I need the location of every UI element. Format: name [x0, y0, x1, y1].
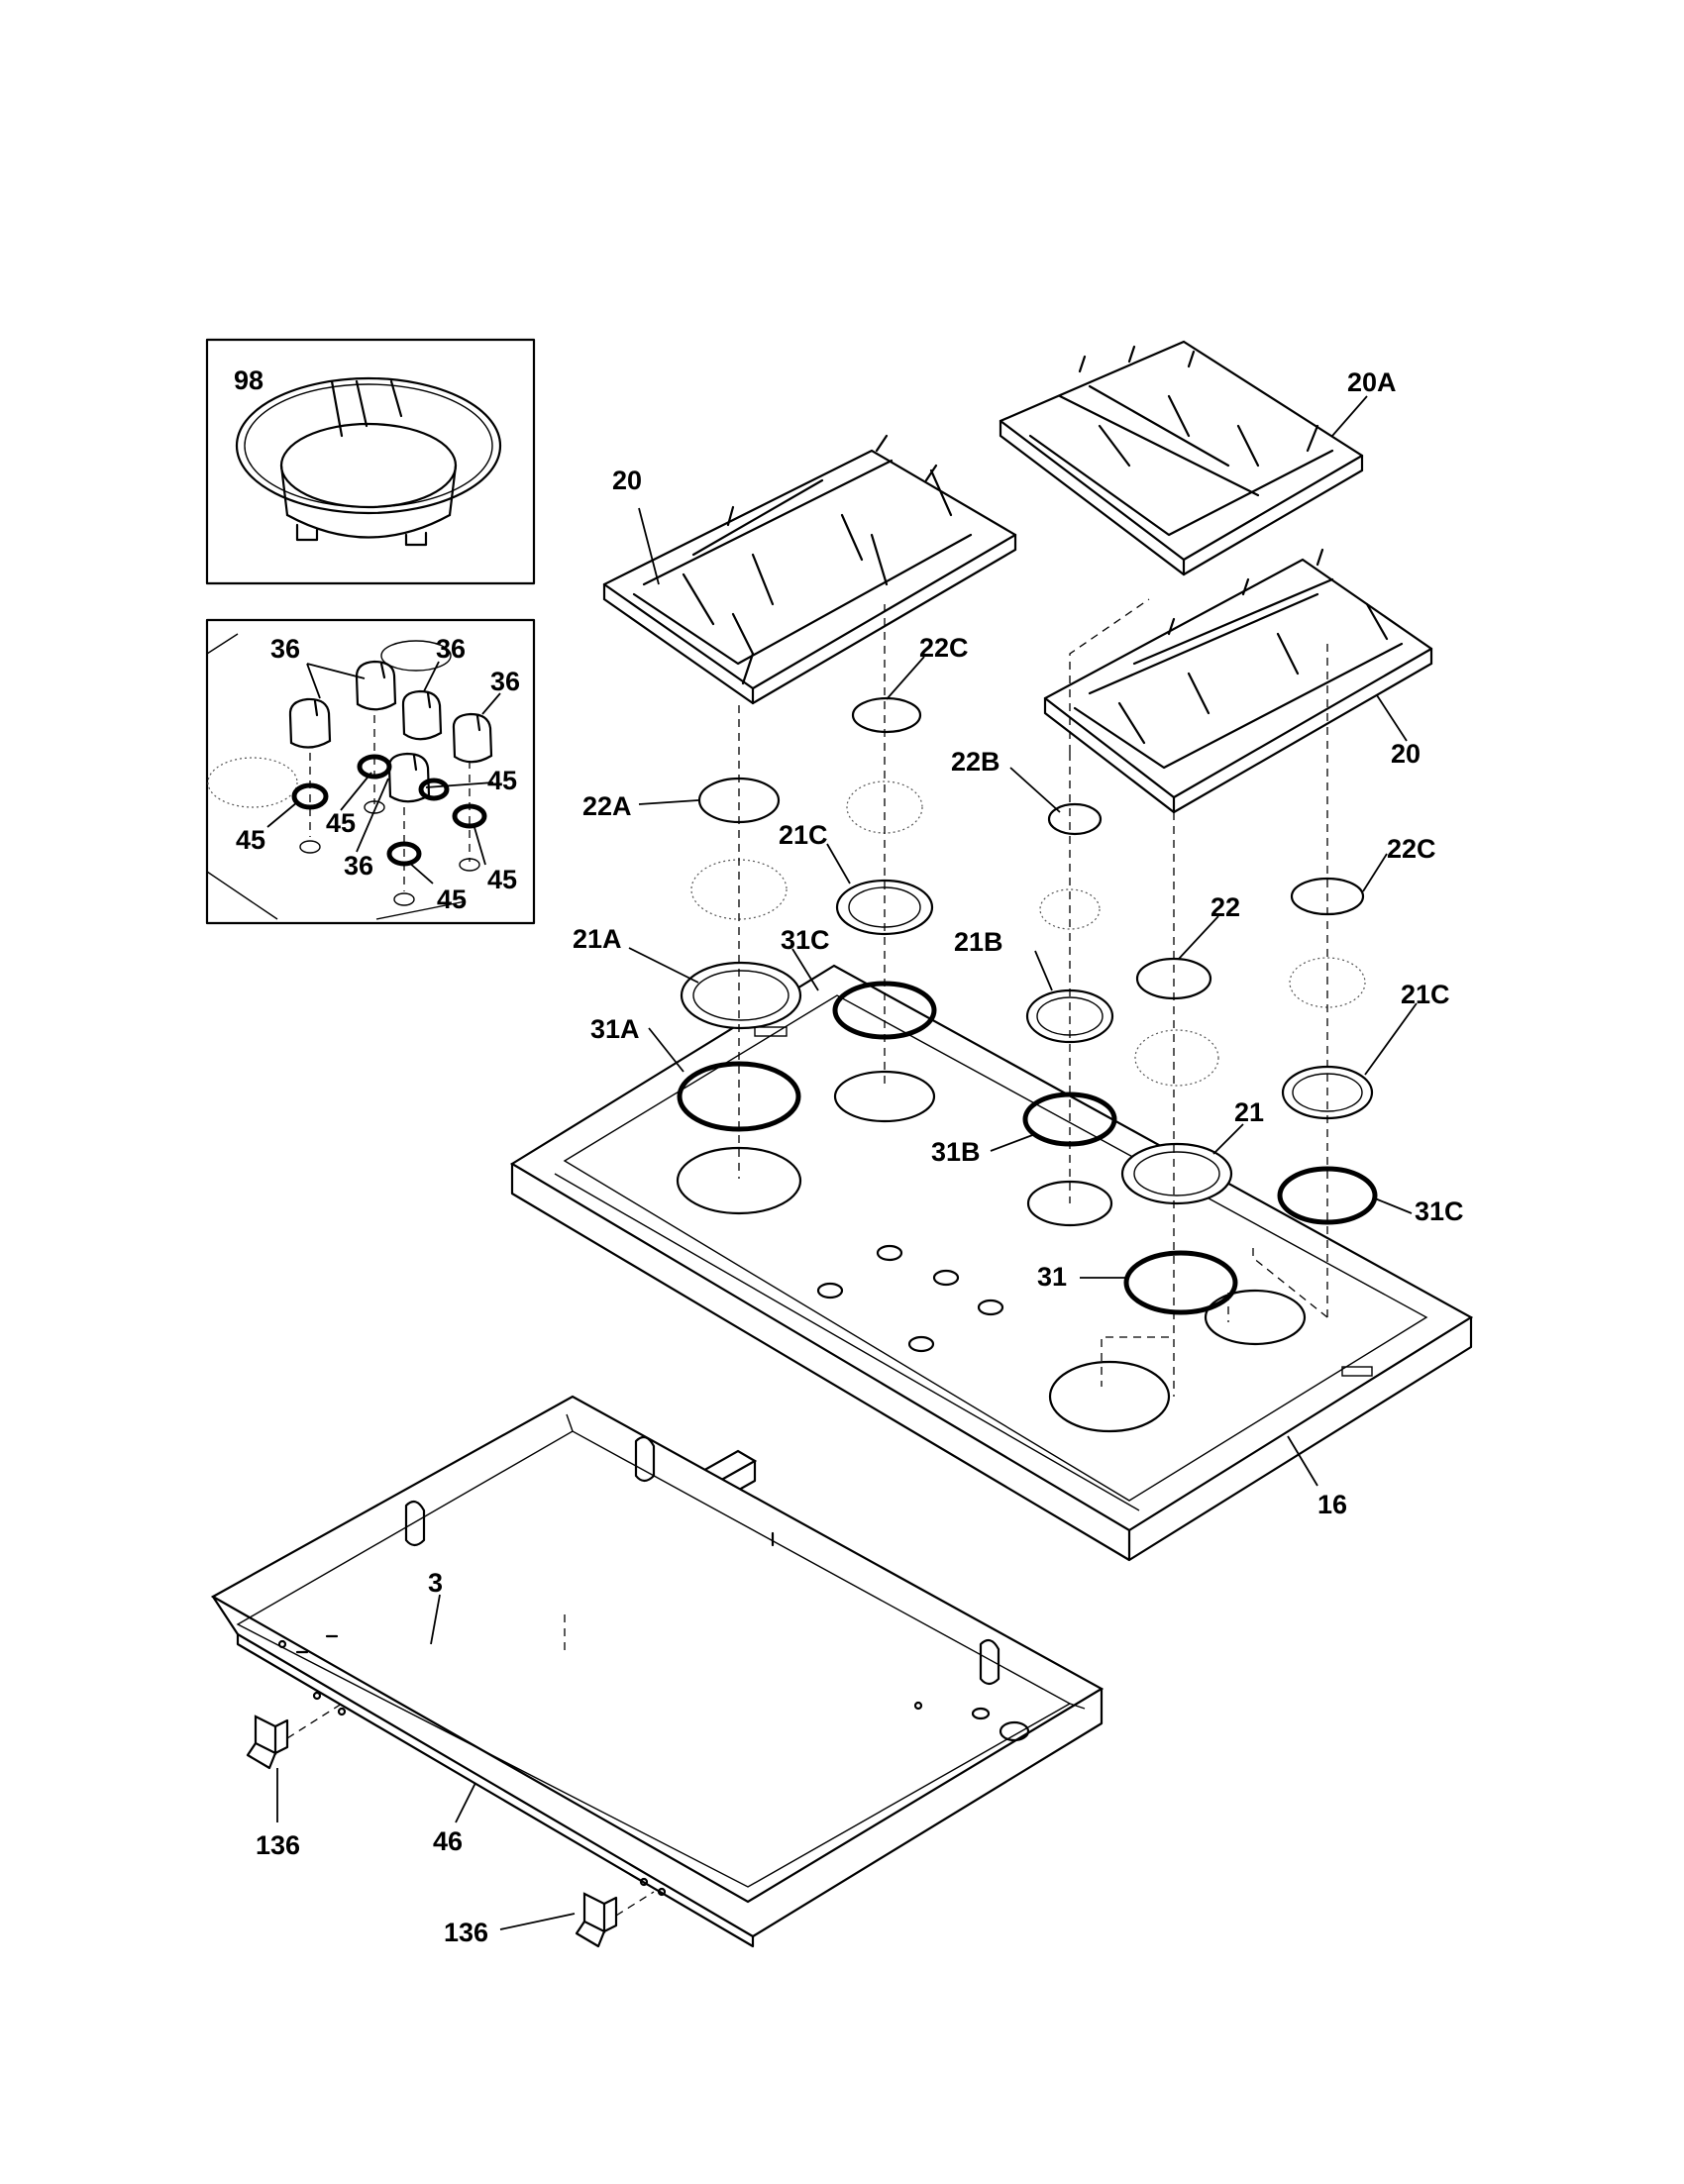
- grate-top-right: [999, 340, 1364, 576]
- leader-lines: [276, 395, 1418, 1930]
- callout-21c: 21C: [779, 820, 828, 850]
- callout-21a: 21A: [573, 924, 622, 954]
- callout-136: 136: [256, 1830, 300, 1860]
- inset-box-wok-ring: [205, 338, 536, 585]
- grate-left: [602, 434, 1017, 705]
- inset-knobs: 36 36 36 45 45 45 36 45 45: [205, 618, 536, 925]
- callout-36: 36: [436, 634, 466, 664]
- inset-box-knobs: [205, 618, 536, 925]
- callout-45: 45: [437, 884, 467, 914]
- callout-45: 45: [326, 808, 356, 838]
- callout-22: 22: [1210, 892, 1240, 922]
- callout-20: 20: [1391, 739, 1421, 769]
- washer-part: [291, 754, 487, 867]
- callout-22c: 22C: [1387, 834, 1436, 864]
- callout-21c: 21C: [1401, 980, 1450, 1009]
- callout-36: 36: [490, 667, 520, 696]
- mounting-bracket-part: [246, 1703, 655, 1948]
- cooktop-openings: [676, 1070, 1307, 1433]
- callout-31: 31: [1037, 1262, 1067, 1292]
- callout-22b: 22B: [951, 747, 1000, 777]
- callout-46: 46: [433, 1826, 463, 1856]
- callout-20: 20: [612, 466, 642, 495]
- callout-45: 45: [487, 865, 517, 894]
- base-pan: [210, 1395, 1105, 1948]
- wok-ring-part: [235, 376, 502, 547]
- callout-31b: 31B: [931, 1137, 981, 1167]
- callout-31a: 31A: [590, 1014, 640, 1044]
- burner-cap-part: [697, 696, 1365, 1000]
- callout-21: 21: [1234, 1097, 1264, 1127]
- callout-31c: 31C: [781, 925, 830, 955]
- callout-21b: 21B: [954, 927, 1003, 957]
- cooktop-panel: [509, 964, 1474, 1562]
- inset-wok-ring: 98: [205, 338, 536, 585]
- callout-36: 36: [270, 634, 300, 664]
- callout-22c: 22C: [919, 633, 969, 663]
- callout-31c: 31C: [1415, 1196, 1464, 1226]
- callout-20a: 20A: [1347, 367, 1397, 397]
- callout-3: 3: [428, 1568, 443, 1598]
- knob-part: [288, 660, 493, 803]
- alignment-lines: [738, 598, 1328, 1397]
- callout-98: 98: [234, 365, 263, 395]
- callout-36: 36: [344, 851, 373, 881]
- callout-45: 45: [236, 825, 265, 855]
- callout-22a: 22A: [582, 791, 632, 821]
- callout-45: 45: [487, 766, 517, 795]
- callout-labels: 20 20A 20 22C 22B 22 22C 22A 21C 21B 21C…: [256, 367, 1464, 1947]
- callout-16: 16: [1317, 1490, 1347, 1519]
- grate-lower-right: [1043, 548, 1433, 814]
- callout-136: 136: [444, 1918, 488, 1947]
